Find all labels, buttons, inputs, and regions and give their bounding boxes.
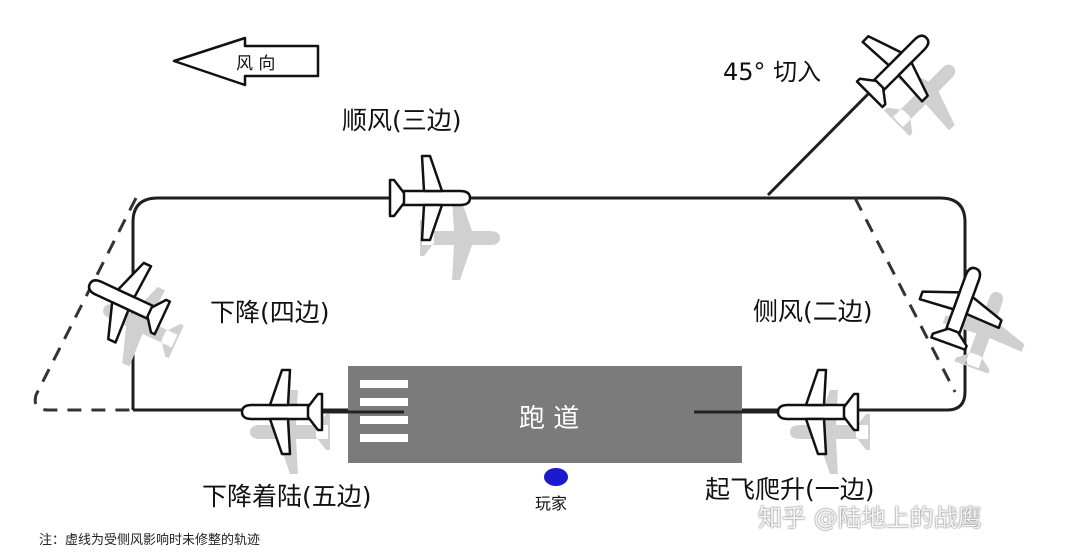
footnote: 注：虚线为受侧风影响时未修整的轨迹 xyxy=(39,533,261,548)
base-leg-label: 下降(四边) xyxy=(210,298,330,327)
player-label: 玩家 xyxy=(535,494,568,513)
wind-arrow-icon xyxy=(172,36,320,87)
watermark: 知乎 @陆地上的战鹰 xyxy=(758,504,982,532)
final-leg-label: 下降着陆(五边) xyxy=(202,482,372,511)
runway-label: 跑 道 xyxy=(519,404,580,434)
player-dot-icon xyxy=(544,468,568,486)
crosswind-leg-label: 侧风(二边) xyxy=(753,297,873,326)
entry-label: 45° 切入 xyxy=(723,58,822,86)
downwind-leg-label: 顺风(三边) xyxy=(342,106,462,135)
pattern-path xyxy=(131,80,967,412)
airplane-icon-final xyxy=(240,368,324,456)
airplane-icon-upwind xyxy=(776,368,860,456)
wind-direction-label: 风 向 xyxy=(236,54,276,74)
upwind-leg-label: 起飞爬升(一边) xyxy=(705,475,875,504)
runway xyxy=(318,366,785,463)
drift-track-dashed xyxy=(33,197,957,412)
